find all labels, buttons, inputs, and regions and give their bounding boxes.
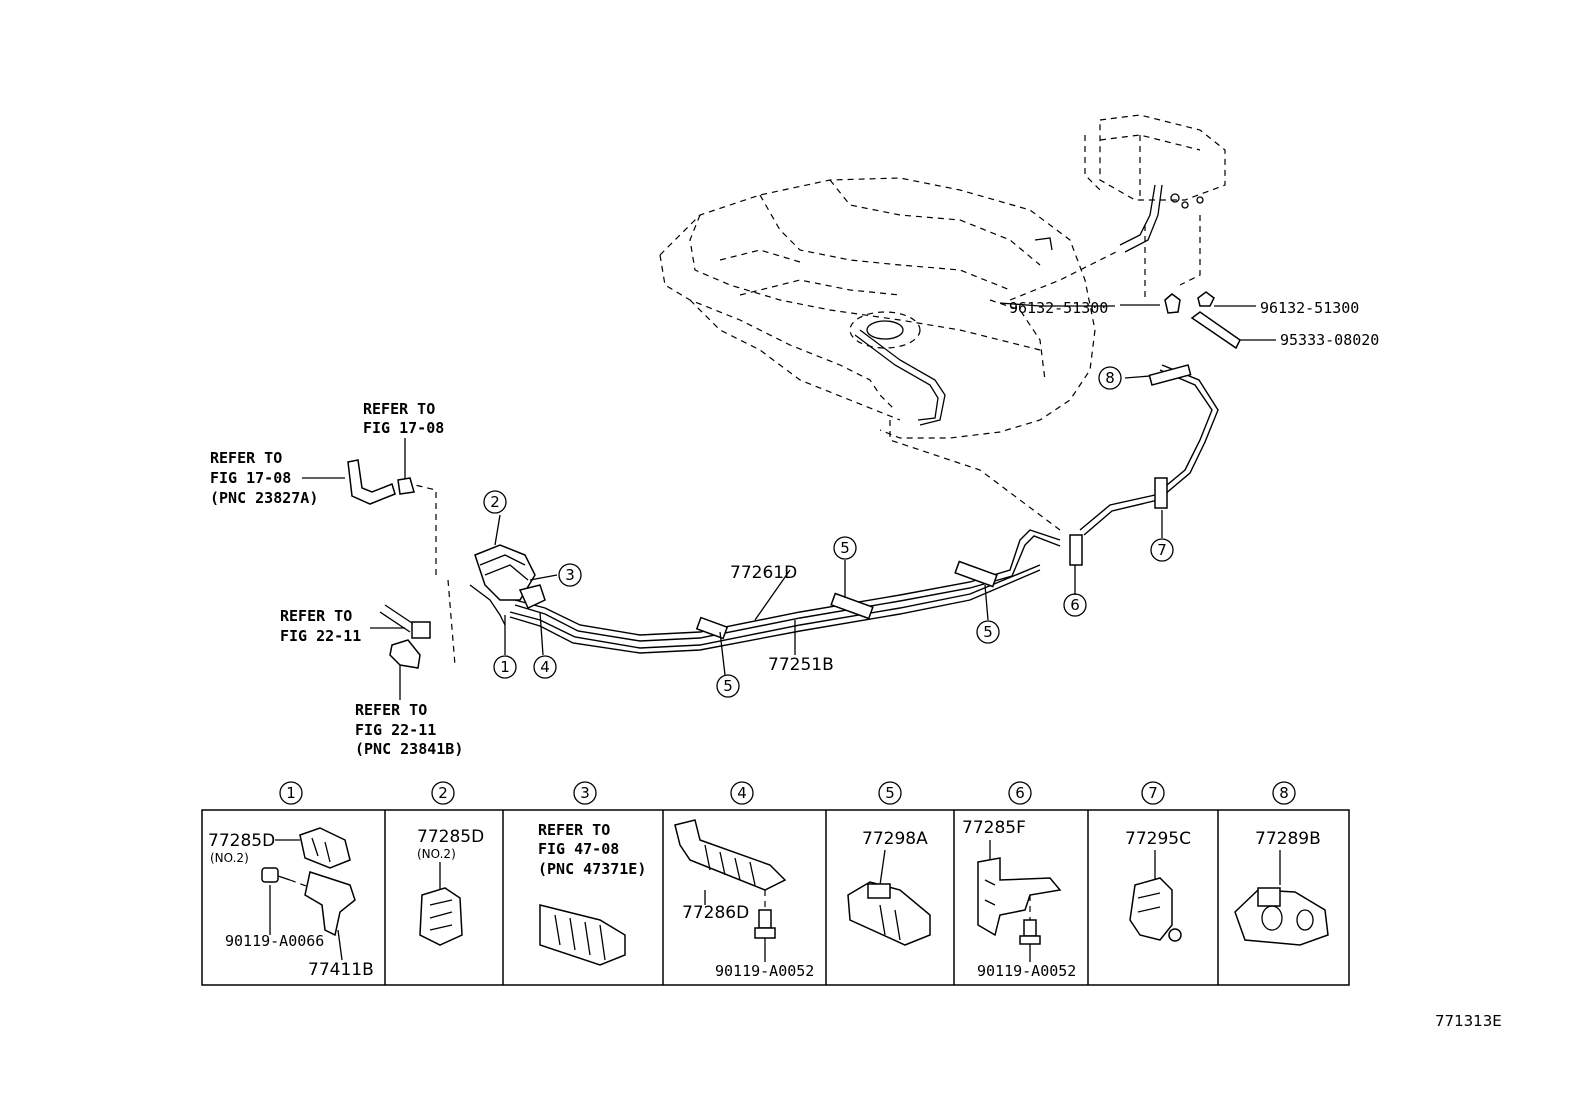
charcoal-canister-phantom (1009, 114, 1226, 301)
cell5-pn-77298A: 77298A (862, 829, 928, 849)
clamp-77286D-icon (674, 819, 787, 891)
cell1-pn-90119-A0066: 90119-A0066 (225, 932, 324, 950)
marker-1: 1 (493, 655, 517, 679)
part-96132-right: 96132-51300 (1260, 299, 1359, 317)
clamp-77289B-icon (1234, 887, 1329, 946)
clamp-77285D-no2-icon (419, 887, 463, 946)
svg-text:6: 6 (1070, 596, 1080, 614)
refer-top-line1: REFER TO (363, 400, 435, 418)
table-header-5: 5 (878, 781, 902, 805)
part-77261D: 77261D (730, 563, 797, 583)
cell7-pn-77295C: 77295C (1125, 829, 1191, 849)
cell3-ref-line3: (PNC 47371E) (538, 860, 646, 878)
cell1-pn-77285D: 77285D (208, 831, 275, 851)
clip-8-icon (1148, 364, 1192, 386)
marker-7: 7 (1150, 538, 1174, 562)
svg-text:8: 8 (1279, 784, 1289, 802)
hose-clamp-left-icon (1164, 293, 1181, 314)
refer-left-line3: (PNC 23827A) (210, 489, 318, 507)
marker-6: 6 (1063, 593, 1087, 617)
detail-table (201, 809, 1350, 986)
cell3-ref-line2: FIG 47-08 (538, 840, 619, 858)
marker-4: 4 (533, 655, 557, 679)
connector-refer-mid-icon (411, 621, 431, 639)
cell1-note: (NO.2) (210, 851, 249, 865)
cell6-pn-90119-A0052: 90119-A0052 (977, 962, 1076, 980)
cell3-ref-line1: REFER TO (538, 821, 610, 839)
table-header-7: 7 (1141, 781, 1165, 805)
svg-text:7: 7 (1157, 541, 1167, 559)
table-header-4: 4 (730, 781, 754, 805)
refer-bot-line3: (PNC 23841B) (355, 740, 463, 758)
marker-5-c: 5 (976, 620, 1000, 644)
cell4-pn-90119-A0052: 90119-A0052 (715, 962, 814, 980)
refer-bot-line1: REFER TO (355, 701, 427, 719)
clip-5-b-icon (830, 592, 874, 620)
part-95333: 95333-08020 (1280, 331, 1379, 349)
clamp-77285D-icon (299, 827, 351, 869)
fuel-tank-phantom (659, 177, 1096, 439)
clamp-77285F-icon (977, 857, 1062, 937)
clip-refer-top-icon (397, 477, 415, 495)
part-96132-left: 96132-51300 (1009, 299, 1108, 317)
svg-text:2: 2 (490, 493, 500, 511)
part-77251B: 77251B (768, 655, 834, 675)
svg-text:5: 5 (723, 677, 733, 695)
cell4-pn-77286D: 77286D (682, 903, 749, 923)
clip-7-icon (1154, 477, 1168, 509)
svg-text:8: 8 (1105, 369, 1115, 387)
table-header-2: 2 (431, 781, 455, 805)
clip-5-c-icon (954, 560, 998, 588)
cell8-pn-77289B: 77289B (1255, 829, 1321, 849)
clamp-77295C-icon (1129, 877, 1182, 942)
svg-text:1: 1 (500, 658, 510, 676)
clamp-77298A-icon (847, 881, 931, 946)
hose-icon (1190, 311, 1241, 350)
refer-bot-line2: FIG 22-11 (355, 721, 436, 739)
svg-text:5: 5 (840, 539, 850, 557)
marker-3: 3 (558, 563, 582, 587)
svg-text:5: 5 (885, 784, 895, 802)
cell1-pn-77411B: 77411B (308, 960, 374, 980)
refer-left-line2: FIG 17-08 (210, 469, 291, 487)
cell2-pn-77285D: 77285D (417, 827, 484, 847)
table-header-6: 6 (1008, 781, 1032, 805)
marker-5-a: 5 (716, 674, 740, 698)
marker-5-b: 5 (833, 536, 857, 560)
table-header-1: 1 (279, 781, 303, 805)
svg-text:4: 4 (540, 658, 550, 676)
front-bracket-cluster-icon (469, 544, 546, 626)
clip-6-icon (1069, 534, 1083, 566)
svg-text:1: 1 (286, 784, 296, 802)
svg-text:6: 6 (1015, 784, 1025, 802)
bracket-77411B-icon (304, 871, 356, 937)
hose-clamp-right-icon (1197, 291, 1215, 307)
svg-text:3: 3 (580, 784, 590, 802)
hose-refer-left-icon (347, 459, 396, 505)
svg-text:7: 7 (1148, 784, 1158, 802)
refer-mid-line2: FIG 22-11 (280, 627, 361, 645)
illustration-id: 771313E (1435, 1012, 1502, 1030)
clamp-47371E-icon (539, 904, 626, 966)
table-header-8: 8 (1272, 781, 1296, 805)
bracket-refer-bot-icon (389, 639, 421, 669)
cell6-pn-77285F: 77285F (962, 818, 1026, 838)
marker-8: 8 (1098, 366, 1122, 390)
svg-text:3: 3 (565, 566, 575, 584)
marker-2: 2 (483, 490, 507, 514)
refer-left-line1: REFER TO (210, 449, 282, 467)
table-header-3: 3 (573, 781, 597, 805)
bolt-90119-A0052-cell4-icon (754, 909, 776, 939)
bolt-90119-A0066-icon (261, 867, 291, 883)
svg-text:5: 5 (983, 623, 993, 641)
svg-text:4: 4 (737, 784, 747, 802)
refer-top-line2: FIG 17-08 (363, 419, 444, 437)
svg-text:2: 2 (438, 784, 448, 802)
bolt-90119-A0052-cell6-icon (1019, 919, 1041, 945)
cell2-note: (NO.2) (417, 847, 456, 861)
refer-mid-line1: REFER TO (280, 607, 352, 625)
